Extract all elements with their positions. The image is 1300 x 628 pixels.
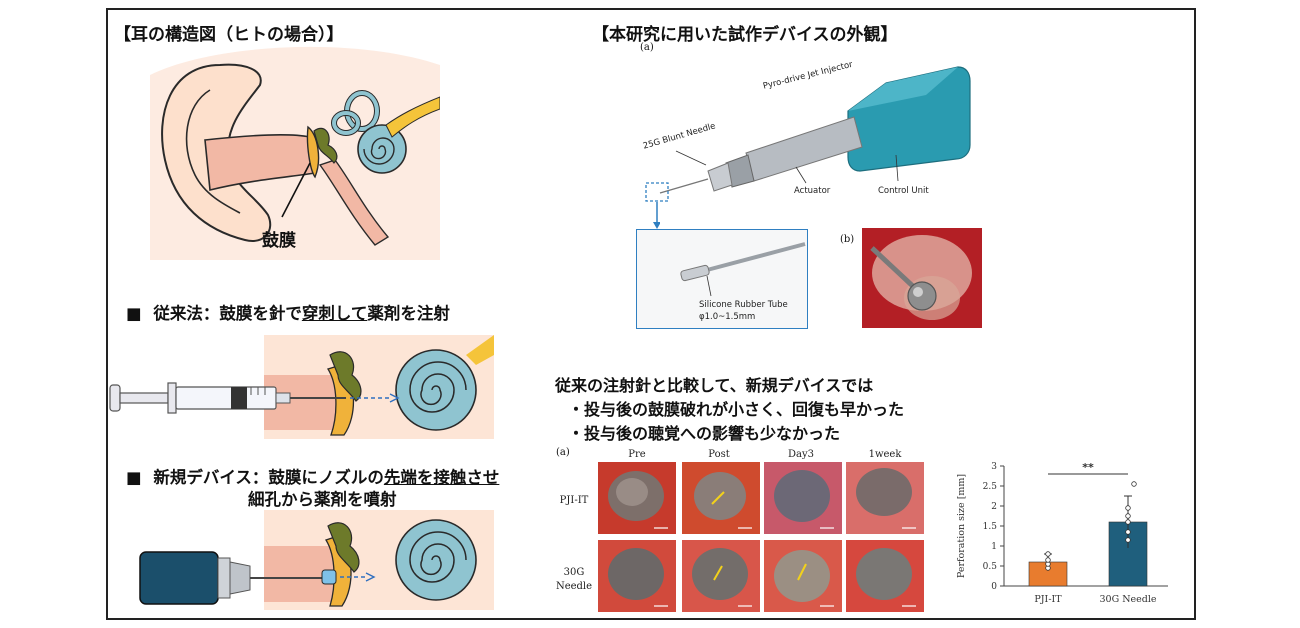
tube-size-label: φ1.0~1.5mm: [699, 312, 756, 322]
syringe-injection-illustration: [109, 335, 494, 439]
bullet-square: ■: [126, 468, 142, 487]
data-point: [1045, 557, 1051, 563]
bullet-square: ■: [126, 304, 142, 323]
data-point: [1125, 505, 1131, 511]
novel-prefix: 新規デバイス：鼓膜にノズルの: [153, 468, 384, 487]
conventional-method-text: ■ 従来法：鼓膜を針で穿刺して薬剤を注射: [126, 300, 450, 324]
tube-label: Silicone Rubber Tube: [699, 300, 788, 310]
data-point: [1125, 537, 1131, 543]
column-label-day3: Day3: [788, 449, 814, 460]
summary-line-3: ・投与後の聴覚への影響も少なかった: [568, 424, 841, 443]
jet-injector-illustration: [139, 510, 494, 610]
summary-line-1: 従来の注射針と比較して、新規デバイスでは: [555, 376, 874, 395]
conventional-suffix: 薬剤を注射: [367, 304, 450, 323]
endoscope-photo: [862, 228, 982, 328]
zoom-arrow: [653, 202, 660, 229]
panel-label-a-device: (a): [640, 42, 654, 53]
x-category-label: PJI-IT: [1034, 594, 1062, 605]
novel-method-line2: 細孔から薬剤を噴射: [248, 490, 397, 509]
row-label-30g-needle: 30G Needle: [555, 567, 593, 592]
nozzle-zoom-box: Silicone Rubber Tube φ1.0~1.5mm: [636, 229, 808, 329]
actuator-label: Actuator: [794, 186, 831, 196]
control-unit-label: Control Unit: [878, 186, 929, 196]
y-tick-label: 3: [991, 462, 997, 472]
summary-line-2: ・投与後の鼓膜破れが小さく、回復も早かった: [568, 400, 905, 419]
scale-bars: [654, 527, 916, 607]
data-point: [1131, 481, 1137, 487]
data-point: [1045, 551, 1051, 557]
y-tick-label: 2: [991, 502, 997, 512]
device-appearance-title: 【本研究に用いた試作デバイスの外観】: [592, 25, 898, 45]
ear-anatomy-illustration: [150, 46, 440, 260]
eardrum-label: 鼓膜: [262, 231, 296, 251]
novel-underlined: 先端を接触させ: [383, 468, 500, 487]
y-tick-label: 1.5: [983, 522, 998, 532]
device-photo: [636, 55, 981, 215]
y-axis-label: Perforation size [mm]: [956, 474, 967, 578]
conventional-underlined: 穿刺して: [301, 304, 368, 323]
data-point: [1125, 513, 1131, 519]
data-point: [1125, 519, 1131, 525]
column-label-1week: 1week: [868, 449, 902, 460]
y-tick-label: 1: [991, 542, 997, 552]
y-tick-label: 0.5: [983, 562, 998, 572]
eardrum-photo-grid: [598, 462, 924, 612]
row-label-pji-it: PJI-IT: [559, 495, 589, 506]
figure-frame: [106, 8, 1196, 620]
y-tick-label: 2.5: [983, 482, 998, 492]
column-label-pre: Pre: [628, 449, 646, 460]
column-label-post: Post: [708, 449, 730, 460]
y-tick-label: 0: [991, 582, 997, 592]
nozzle-closeup: [680, 242, 806, 297]
novel-method-text: ■ 新規デバイス：鼓膜にノズルの先端を接触させ: [126, 464, 499, 488]
ear-structure-title: 【耳の構造図（ヒトの場合）】: [114, 25, 344, 45]
data-point: [1125, 529, 1131, 535]
panel-label-a-photos: (a): [556, 447, 570, 458]
photo-row-pji-it: [598, 462, 924, 534]
conventional-prefix: 従来法：鼓膜を針で: [153, 304, 302, 323]
significance-marker: **: [1082, 461, 1094, 474]
x-category-label: 30G Needle: [1100, 594, 1157, 605]
panel-label-b: (b): [840, 234, 855, 245]
photo-row-30g-needle: [598, 540, 924, 612]
